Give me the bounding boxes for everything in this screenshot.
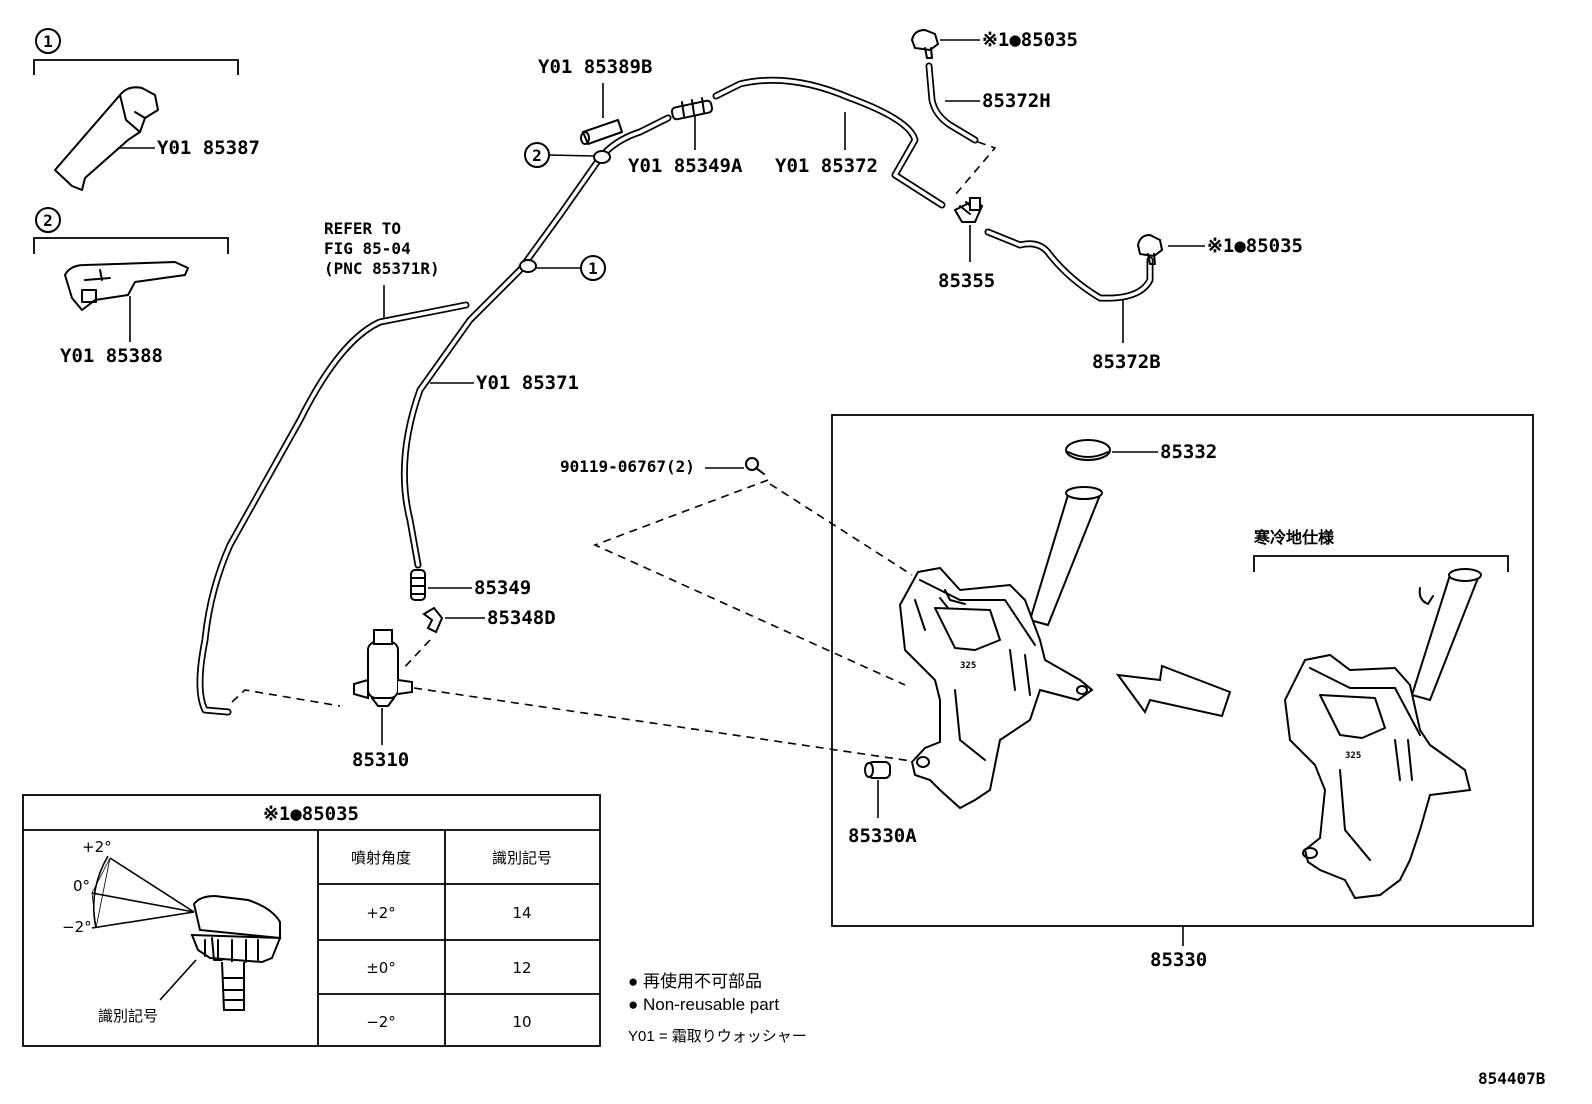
joint-y01-85349a	[670, 97, 714, 121]
refer-line-3: (PNC 85371R)	[324, 259, 440, 278]
hose-85372b	[984, 228, 1154, 302]
table-row-code: 12	[512, 959, 531, 977]
callout-2-label: 2	[43, 211, 53, 230]
callout-1-bracket: 1	[33, 28, 239, 75]
nozzle-right	[1136, 233, 1164, 265]
callout-1-label: 1	[43, 32, 53, 51]
svg-text:325: 325	[960, 661, 976, 671]
label-y01-85387: Y01 85387	[157, 137, 260, 159]
clip-85388-drawing	[64, 261, 189, 311]
table-title: ※1●85035	[263, 803, 359, 825]
elbow-85348d	[422, 606, 444, 634]
clip-85387-drawing	[54, 86, 159, 191]
callout-2-on-hose: 2	[532, 146, 542, 165]
tjoint-85355	[953, 197, 984, 223]
hose-y01-85371	[400, 114, 672, 569]
hose-85372h	[925, 62, 979, 144]
hose-y01-85372	[712, 76, 946, 209]
refer-line-2: FIG 85-04	[324, 239, 411, 258]
label-85349: 85349	[474, 577, 531, 599]
sleeve-85389b	[580, 119, 623, 145]
nozzle-top	[910, 28, 940, 59]
callout-1-on-hose: 1	[588, 259, 598, 278]
table-row-angle: −2°	[366, 1013, 396, 1031]
label-y01-85389b: Y01 85389B	[538, 56, 652, 78]
table-row-angle: ±0°	[366, 959, 396, 977]
callout-2-bracket: 2	[33, 207, 229, 254]
nozzle-angle-illustration	[91, 855, 282, 1011]
label-y01-85388: Y01 85388	[60, 345, 163, 367]
label-85372h: 85372H	[982, 90, 1051, 112]
cap-85332	[1065, 439, 1111, 461]
label-y01-85372: Y01 85372	[775, 155, 878, 177]
table-row-angle: +2°	[366, 904, 396, 922]
label-85310: 85310	[352, 749, 409, 771]
label-cold-spec: 寒冷地仕様	[1253, 528, 1335, 547]
id-mark-label: 識別記号	[98, 1007, 158, 1025]
label-nozzle-top: ※1●85035	[982, 29, 1078, 51]
legend-non-reusable-en: ● Non-reusable part	[628, 995, 779, 1014]
angle-zero-label: 0°	[73, 877, 90, 895]
figure-id: 854407B	[1478, 1069, 1546, 1088]
table-header-angle: 噴射角度	[351, 849, 411, 867]
grommet-85330a	[864, 761, 891, 779]
label-85330: 85330	[1150, 949, 1207, 971]
arrow-icon	[1115, 664, 1232, 718]
washer-tank: 325	[898, 486, 1103, 810]
washer-tank-cold-spec: 325	[1283, 568, 1482, 900]
label-y01-85371: Y01 85371	[476, 372, 579, 394]
screw-90119	[745, 457, 765, 475]
legend-non-reusable-jp: ● 再使用不可部品	[628, 971, 762, 991]
label-85372b: 85372B	[1092, 351, 1161, 373]
label-nozzle-right: ※1●85035	[1207, 235, 1303, 257]
table-header-code: 識別記号	[492, 849, 552, 867]
hose-85371r	[196, 301, 470, 716]
label-85332: 85332	[1160, 441, 1217, 463]
legend-y01-note: Y01 = 霜取りウォッシャー	[628, 1028, 807, 1045]
nozzle-angle-table	[22, 794, 601, 1047]
refer-line-1: REFER TO	[324, 219, 401, 238]
clip-2-on-hose	[593, 150, 611, 164]
angle-minus-label: −2°	[62, 918, 92, 936]
joint-85349	[410, 569, 426, 601]
label-90119: 90119-06767(2)	[560, 457, 695, 476]
table-row-code: 14	[512, 904, 531, 922]
pump-85310	[353, 629, 413, 707]
label-y01-85349a: Y01 85349A	[628, 155, 743, 177]
label-85330a: 85330A	[848, 825, 917, 847]
table-row-code: 10	[512, 1013, 531, 1031]
svg-text:325: 325	[1345, 751, 1361, 761]
label-85355: 85355	[938, 270, 995, 292]
angle-plus-label: +2°	[82, 838, 112, 856]
label-85348d: 85348D	[487, 607, 556, 629]
clip-1-on-hose	[519, 259, 537, 273]
